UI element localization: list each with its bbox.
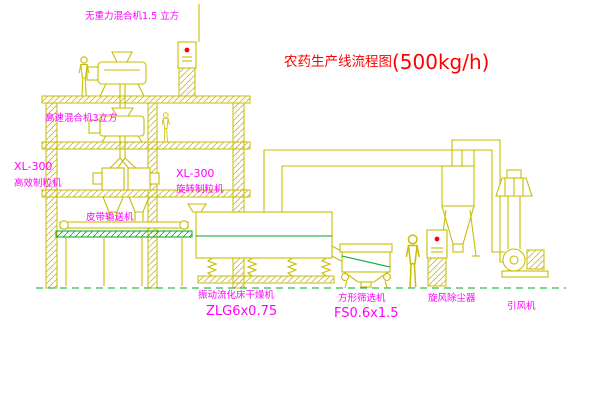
induced-draft-fan [501,196,549,278]
person-figure [405,234,420,289]
exhaust-stack-cap [495,169,533,197]
diagram-title: 农药生产线流程图 [284,54,392,70]
diagram-capacity: (500kg/h) [392,50,489,74]
label-sieve-model: FS0.6x1.5 [334,306,399,321]
building-structure [41,95,251,289]
label-high-speed-mixer: 高速混合机3立方 [45,112,118,124]
square-sieve [339,243,393,289]
person-figure [161,112,170,143]
gravity-mixer [86,51,147,112]
label-gravity-mixer: 无重力混合机1.5 立方 [85,10,179,22]
indicator-dot [184,47,190,53]
label-granulator-left-model: XL-300 [14,160,52,173]
indicator-dot [434,236,440,242]
granulator-left [92,167,125,221]
granulator-right [127,167,160,221]
control-cabinet-right [426,229,448,287]
label-belt-conveyor: 皮带输送机 [86,211,134,223]
label-dryer-name: 振动流化床干燥机 [198,289,275,301]
label-granulator-right-model: XL-300 [176,167,214,180]
high-speed-mixer [88,107,145,158]
fluid-bed-dryer [187,203,344,284]
cyclone-separator [436,165,480,257]
control-cabinet-top [177,41,197,97]
cyclone-outlet-duct [451,139,505,263]
label-sieve-name: 方形筛选机 [338,292,386,304]
label-dryer-model: ZLG6x0.75 [206,304,277,319]
label-granulator-left-name: 高效制粒机 [14,177,62,189]
label-cyclone: 旋风除尘器 [428,292,476,304]
belt-conveyor [55,220,193,286]
label-fan: 引风机 [507,300,536,312]
label-granulator-right-name: 旋转制粒机 [176,183,224,195]
exhaust-duct [263,149,475,212]
